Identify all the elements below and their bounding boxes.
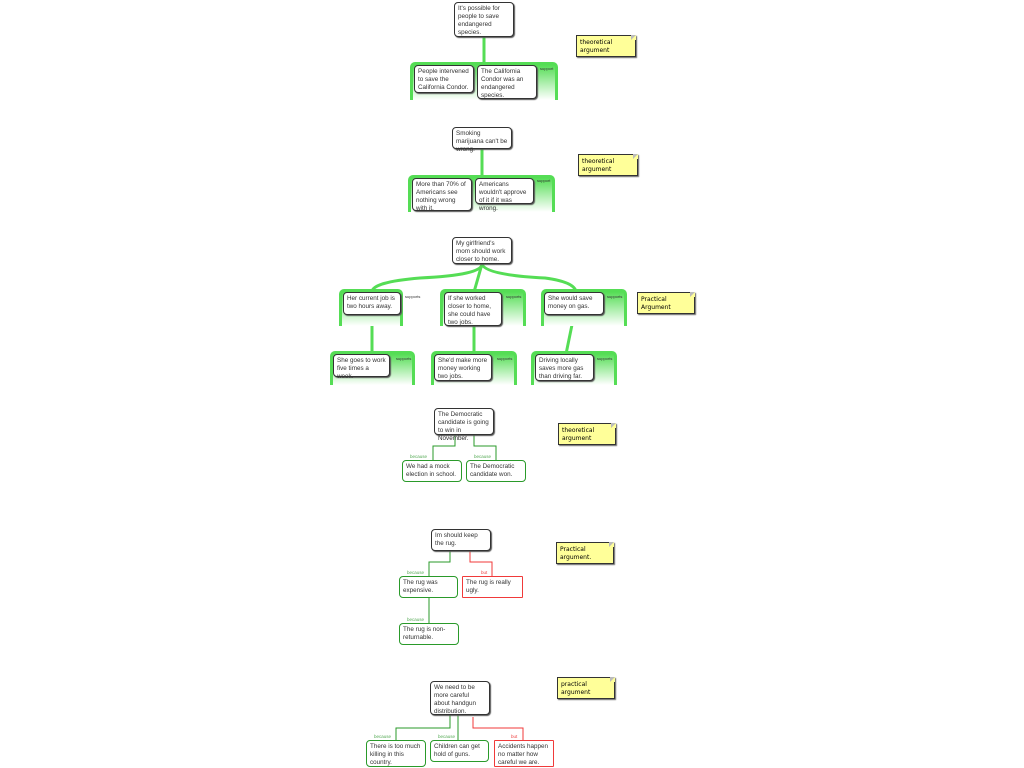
because-label: because (407, 617, 425, 622)
claim-box[interactable]: Im should keep the rug. (431, 529, 491, 551)
subreason-box[interactable]: She goes to work five times a week. (333, 354, 390, 380)
reason-box[interactable]: The California Condor was an endangered … (477, 65, 537, 99)
group-label: supports (396, 356, 412, 361)
sticky-note[interactable]: Practical Argument (637, 292, 695, 314)
claim-box[interactable]: My girlfriend's mom should work closer t… (452, 237, 512, 264)
because-label: because (438, 734, 456, 739)
subreason-box[interactable]: Driving locally saves more gas than driv… (535, 354, 594, 381)
but-label: but (481, 570, 488, 575)
subreason-box[interactable]: She'd make more money working two jobs. (434, 354, 492, 381)
objection-box[interactable]: The rug is really ugly. (462, 576, 523, 598)
connector (370, 263, 484, 293)
reason-box[interactable]: Children can get hold of guns. (430, 740, 489, 762)
claim-box[interactable]: We need to be more careful about handgun… (430, 681, 490, 715)
reason-box[interactable]: The rug was expensive. (399, 576, 458, 598)
group-label: supports (597, 356, 613, 361)
claim-box[interactable]: Smoking marijuana can't be wrong. (452, 127, 512, 153)
claim-box[interactable]: It's possible for people to save endange… (454, 2, 514, 37)
sticky-note[interactable]: practical argument (557, 677, 615, 699)
because-label: because (407, 570, 425, 575)
connector (472, 263, 484, 293)
group-label: supports (497, 356, 513, 361)
reason-box[interactable]: We had a mock election in school. (402, 460, 462, 482)
sticky-note[interactable]: theoretical argument (558, 423, 616, 445)
reason-box[interactable]: More than 70% of Americans see nothing w… (412, 178, 472, 212)
reason-box[interactable]: Her current job is two hours away. (343, 292, 401, 315)
reason-box[interactable]: There is too much killing in this countr… (366, 740, 426, 767)
group-label: support (537, 178, 551, 183)
group-label: supports (506, 294, 522, 299)
but-label: but (511, 734, 518, 739)
sticky-note[interactable]: theoretical argument (578, 154, 638, 176)
because-label: because (374, 734, 392, 739)
group-label: supports (405, 294, 421, 299)
reason-box[interactable]: She would save money on gas. (544, 292, 604, 315)
claim-box[interactable]: The Democratic candidate is going to win… (434, 408, 494, 442)
reason-box[interactable]: If she worked closer to home, she could … (444, 292, 502, 326)
reason-box[interactable]: Americans wouldn't approve of it if it w… (475, 178, 534, 212)
reason-box[interactable]: The Democratic candidate won. (466, 460, 526, 482)
reason-box[interactable]: People intervened to save the California… (414, 65, 474, 93)
sticky-note[interactable]: theoretical argument (576, 35, 636, 57)
group-label: supports (607, 294, 623, 299)
group-label: support (540, 66, 554, 71)
because-label: because (410, 454, 428, 459)
because-label: because (474, 454, 492, 459)
sticky-note[interactable]: Practical argument. (556, 542, 614, 564)
objection-box[interactable]: Accidents happen no matter how careful w… (494, 740, 554, 767)
connector (480, 263, 578, 293)
reason-box[interactable]: The rug is non-returnable. (399, 623, 459, 645)
